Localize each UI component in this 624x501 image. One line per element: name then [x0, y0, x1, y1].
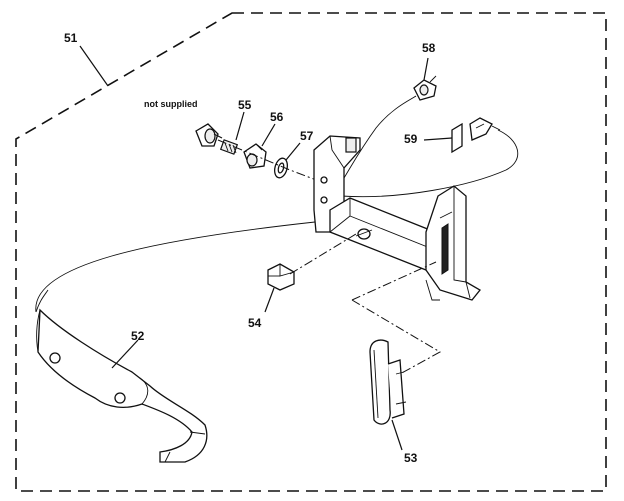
axis-53 — [351, 261, 442, 375]
label-58: 58 — [422, 41, 436, 55]
strap-part-icon — [36, 308, 208, 463]
label-51: 51 — [64, 31, 78, 45]
knob-icon — [195, 123, 223, 147]
clip-icon — [413, 75, 437, 101]
label-not-supplied: not supplied — [144, 99, 198, 109]
leader-54 — [264, 287, 275, 313]
label-55: 55 — [238, 98, 252, 112]
leader-52 — [111, 339, 139, 369]
cap-icon — [243, 143, 267, 169]
wire-cord — [35, 125, 519, 313]
leader-53 — [391, 419, 403, 451]
label-59: 59 — [404, 132, 418, 146]
leader-56 — [261, 123, 276, 147]
leader-55 — [235, 111, 245, 141]
leader-58 — [423, 57, 429, 81]
screw-icon — [219, 139, 239, 155]
bracket-cord — [343, 95, 417, 179]
label-52: 52 — [131, 329, 145, 343]
leader-59 — [423, 137, 453, 141]
kit-boundary — [15, 12, 607, 492]
label-54: 54 — [248, 316, 262, 330]
axis-54 — [289, 233, 357, 275]
tab-icon — [451, 117, 493, 154]
label-56: 56 — [270, 110, 284, 124]
label-53: 53 — [404, 451, 418, 465]
leader-57 — [285, 142, 301, 161]
label-57: 57 — [300, 129, 314, 143]
cover-icon — [369, 339, 407, 425]
washer-icon — [274, 157, 288, 179]
leader-51 — [79, 45, 109, 87]
clip-54-icon — [267, 263, 295, 291]
bracket-frame-icon — [313, 135, 481, 301]
